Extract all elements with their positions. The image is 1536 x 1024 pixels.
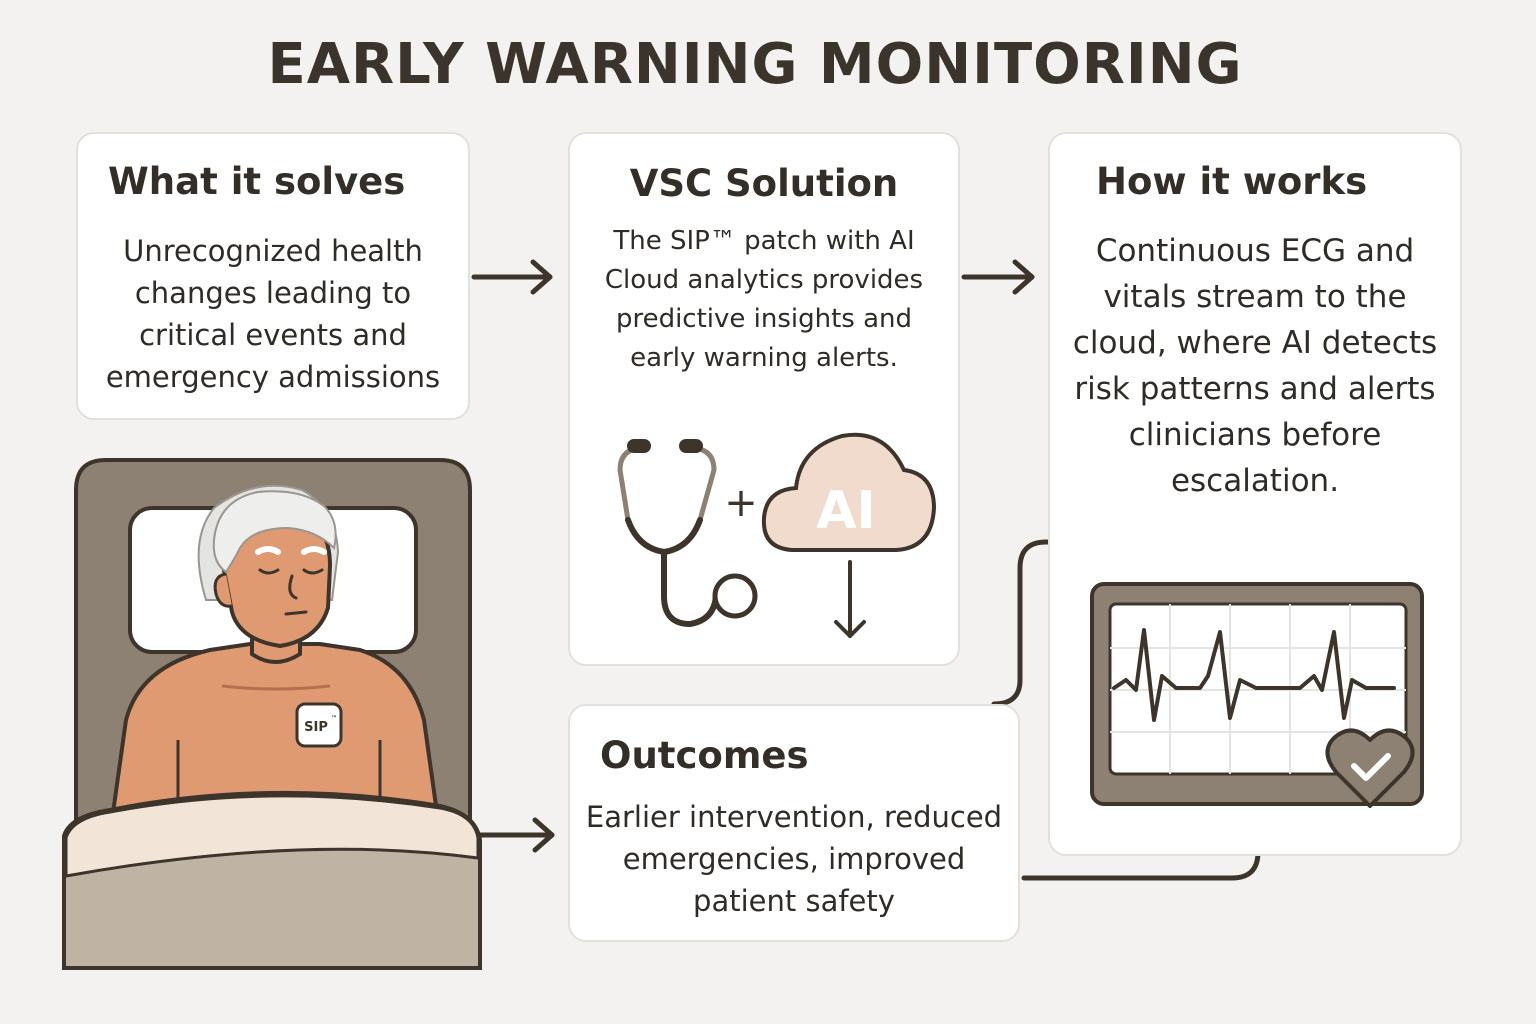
- patient-in-bed-illustration: SIP ™: [62, 458, 482, 970]
- arrow-patient-to-outcomes: [475, 817, 555, 853]
- card-outcomes: Outcomes Earlier intervention, reduced e…: [568, 704, 1020, 942]
- sip-patch-label: SIP: [304, 720, 328, 735]
- card-heading: What it solves: [108, 160, 406, 203]
- card-body: Unrecognized health changes leading to c…: [105, 234, 441, 394]
- card-what-it-solves: What it solves Unrecognized health chang…: [76, 132, 470, 420]
- arrow-solves-to-vsc: [471, 259, 553, 295]
- card-body: Earlier intervention, reduced emergencie…: [585, 800, 1003, 918]
- arrow-vsc-to-how: [961, 259, 1035, 295]
- card-body: The SIP™ patch with AI Cloud analytics p…: [604, 226, 924, 373]
- page-title: EARLY WARNING MONITORING: [267, 32, 1243, 97]
- card-heading: VSC Solution: [629, 162, 899, 205]
- card-vsc-solution: VSC Solution The SIP™ patch with AI Clou…: [568, 132, 960, 666]
- card-body: Continuous ECG and vitals stream to the …: [1072, 233, 1438, 499]
- card-heading: How it works: [1096, 160, 1368, 203]
- card-how-it-works: How it works Continuous ECG and vitals s…: [1048, 132, 1462, 856]
- card-heading: Outcomes: [600, 734, 809, 777]
- sip-patch-trademark: ™: [331, 715, 337, 722]
